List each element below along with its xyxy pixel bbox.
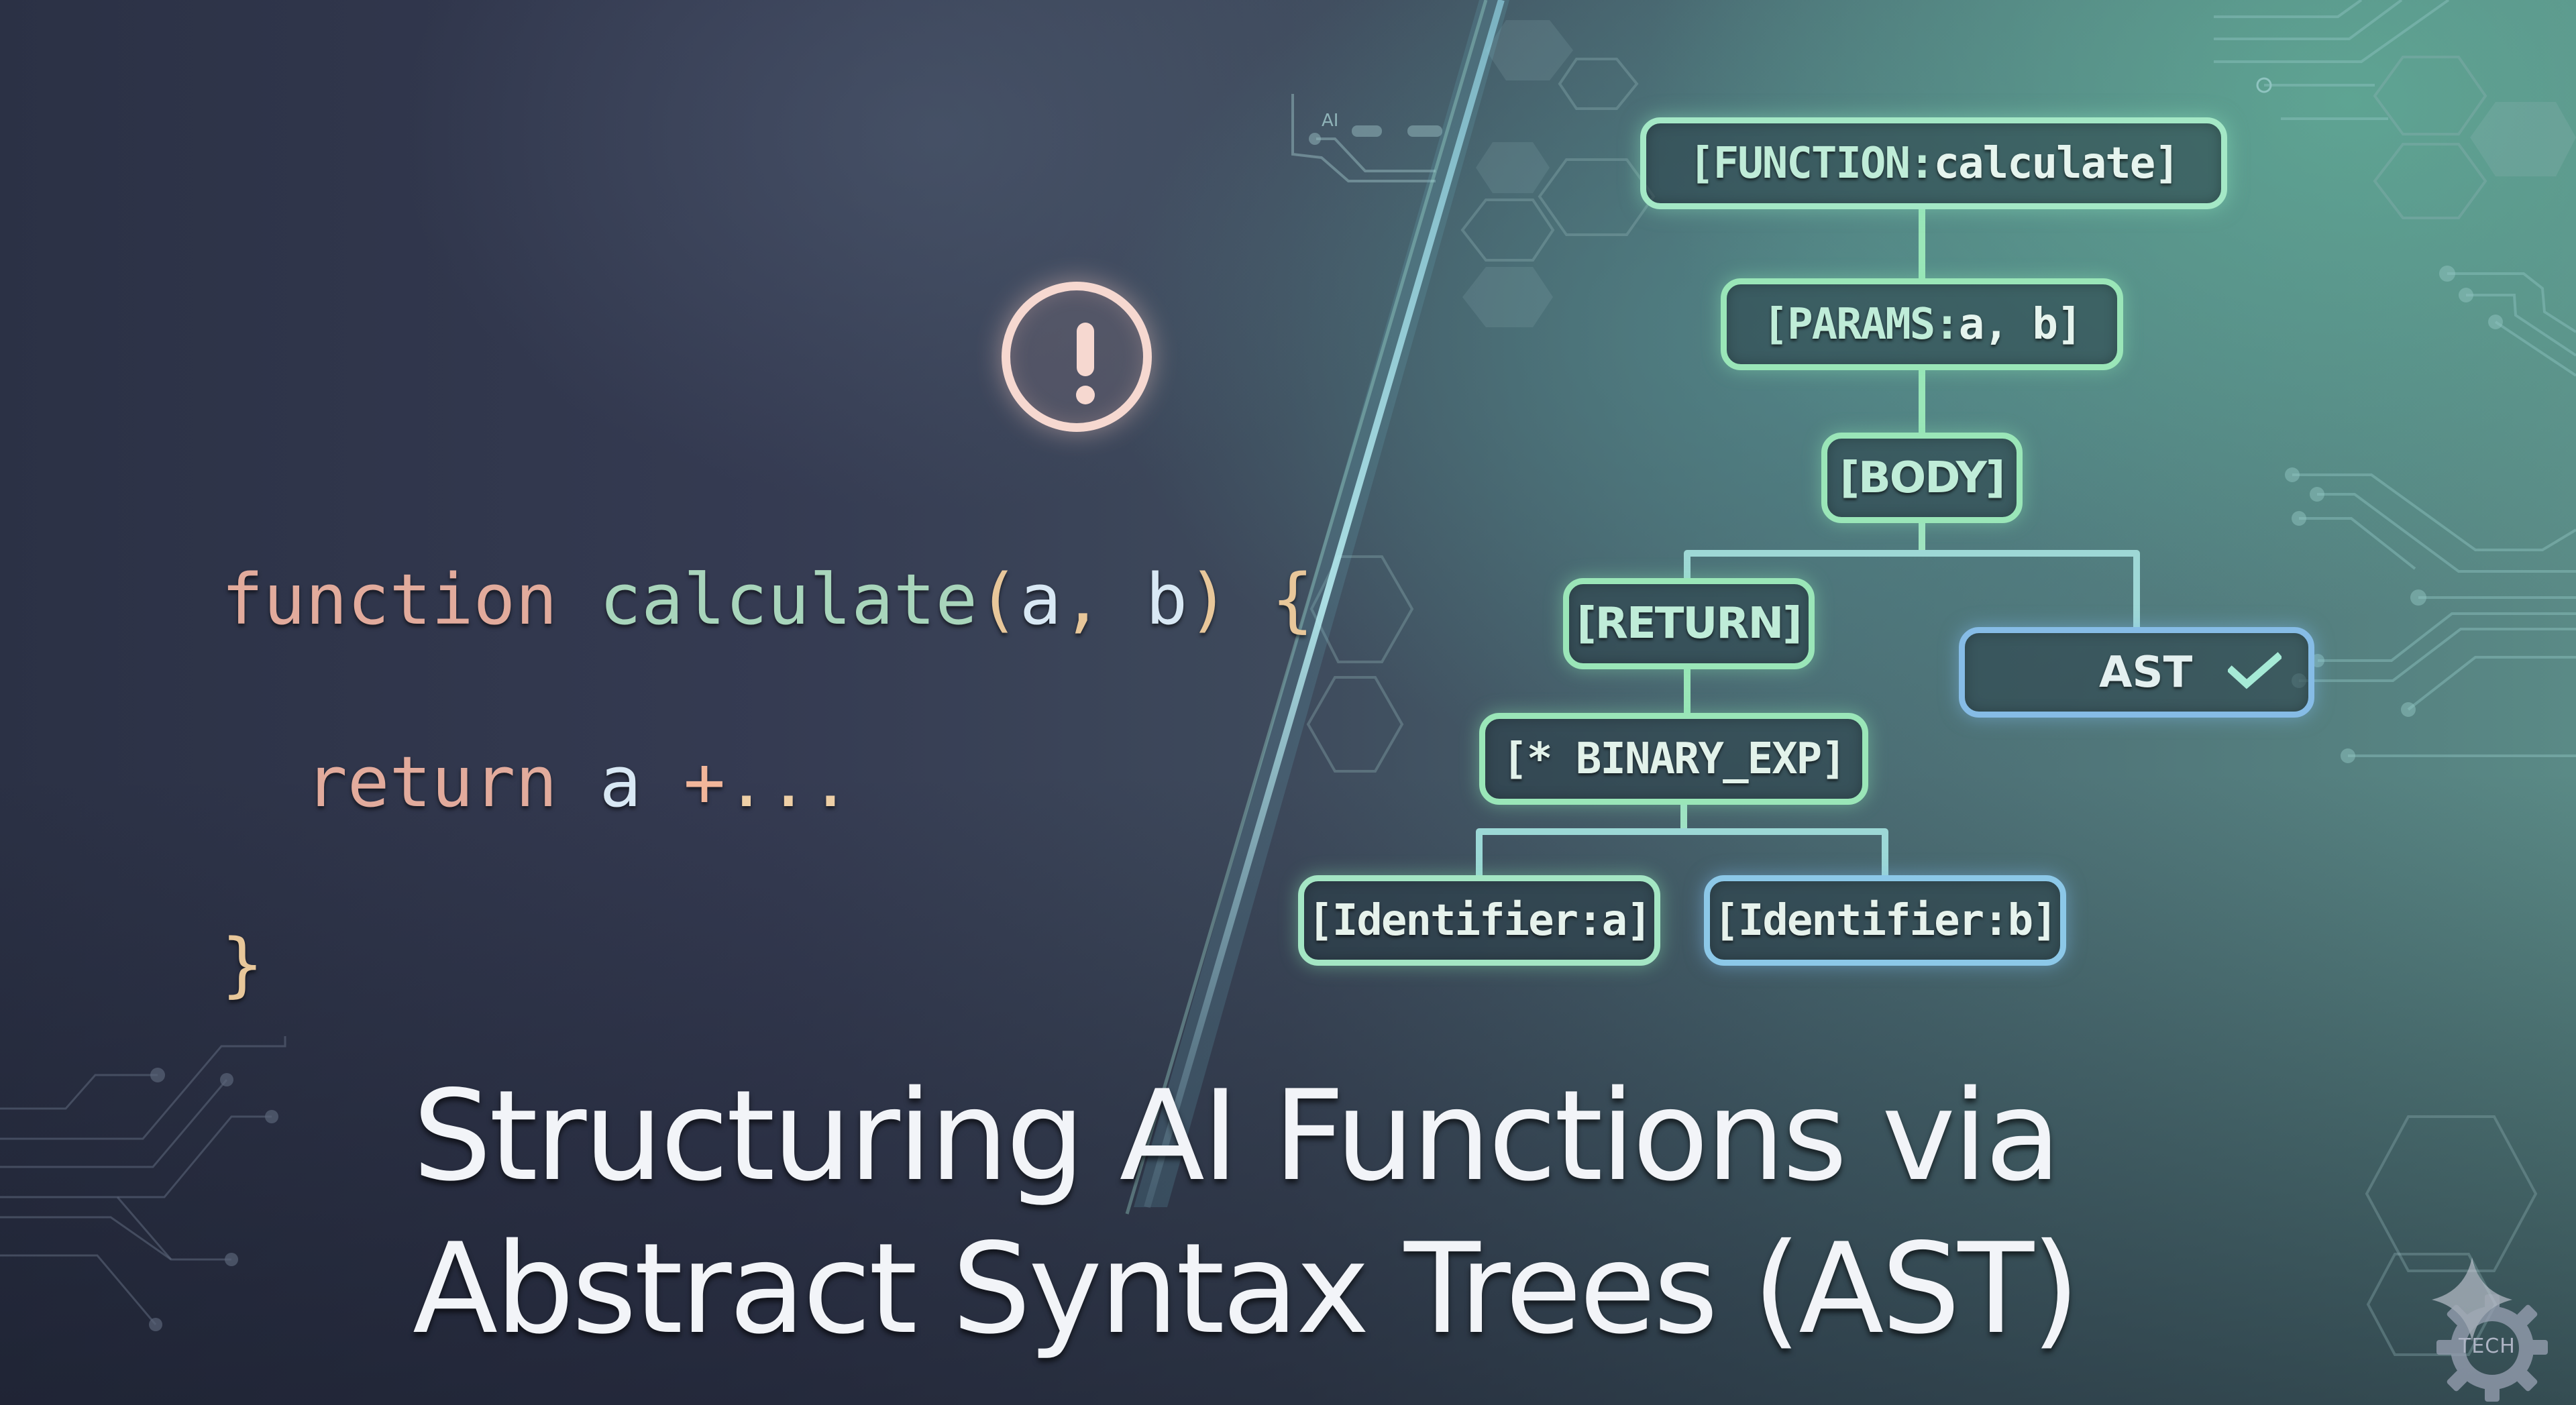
ast-node-function: [FUNCTION: calculate]: [1640, 117, 2227, 209]
ai-label: AI: [1322, 111, 1339, 131]
title-line-2: Abstract Syntax Trees (AST): [413, 1216, 2080, 1361]
function-node-value: calculate]: [1933, 138, 2180, 188]
ast-node-label: AST: [2099, 647, 2193, 697]
open-paren: (: [977, 559, 1020, 640]
circuit-lines-left: [0, 1036, 286, 1325]
keyword-function: function: [221, 559, 557, 640]
open-brace: {: [1271, 559, 1314, 640]
plus-operator: +: [683, 741, 726, 823]
code-line-2: return a +...: [221, 736, 1313, 828]
params-node-value: a, b]: [1958, 299, 2083, 349]
ast-node-binary-exp: [* BINARY_EXP]: [1479, 713, 1868, 805]
diagonal-divider: [1125, 0, 1509, 1215]
code-line-1: function calculate(a, b) {: [221, 554, 1313, 645]
ast-node-body: [BODY]: [1821, 433, 2023, 523]
ast-node-params: [PARAMS: a, b]: [1721, 278, 2123, 370]
ast-node-identifier-a: [Identifier: a]: [1298, 875, 1660, 966]
params-node-label: [PARAMS:: [1762, 299, 1960, 349]
ast-node-identifier-b: [Identifier: b]: [1704, 875, 2066, 966]
binary-node-label: [* BINARY_EXP]: [1502, 734, 1846, 784]
sparkle-icon: [2432, 1257, 2512, 1341]
circuit-nodes-left: [149, 1068, 278, 1331]
tech-gear-sparkle-logo: [2432, 1257, 2548, 1402]
code-line-3: }: [221, 919, 1313, 1010]
body-node-label: [BODY]: [1839, 453, 2005, 503]
return-node-label: [RETURN]: [1576, 599, 1803, 649]
tree-connectors: [1476, 209, 2140, 875]
param-b: b: [1145, 559, 1188, 640]
identifier-a-label: [Identifier:: [1307, 895, 1603, 946]
circuit-lines-right: [2214, 0, 2576, 757]
hexagon-pattern: [1306, 20, 2576, 1356]
identifier-b-label: [Identifier:: [1713, 895, 2008, 946]
code-snippet: function calculate(a, b) { return a +...…: [221, 463, 1313, 1101]
title-line-1: Structuring AI Functions via: [413, 1063, 2061, 1209]
function-name: calculate: [599, 559, 978, 640]
close-brace: }: [221, 923, 264, 1005]
identifier-b-value: b]: [2007, 895, 2058, 946]
identifier-a-value: a]: [1601, 895, 1652, 946]
logo-text: TECH: [2459, 1335, 2516, 1358]
keyword-return: return: [305, 741, 557, 823]
check-icon: [2228, 652, 2282, 689]
close-paren: ): [1187, 559, 1230, 640]
ast-node-return: [RETURN]: [1563, 578, 1815, 669]
ai-circuit-mark: [1291, 94, 1436, 182]
page-title: Structuring AI Functions via Abstract Sy…: [413, 1060, 2080, 1365]
return-var: a: [599, 741, 642, 823]
ellipsis: ...: [725, 741, 852, 823]
comma: ,: [1061, 559, 1104, 640]
param-a: a: [1019, 559, 1062, 640]
exclamation-dot: [1076, 386, 1095, 404]
ast-node-result: AST: [1959, 627, 2314, 718]
function-node-label: [FUNCTION:: [1688, 138, 1935, 188]
exclamation-bar: [1077, 323, 1094, 376]
warning-icon: [1002, 282, 1152, 432]
